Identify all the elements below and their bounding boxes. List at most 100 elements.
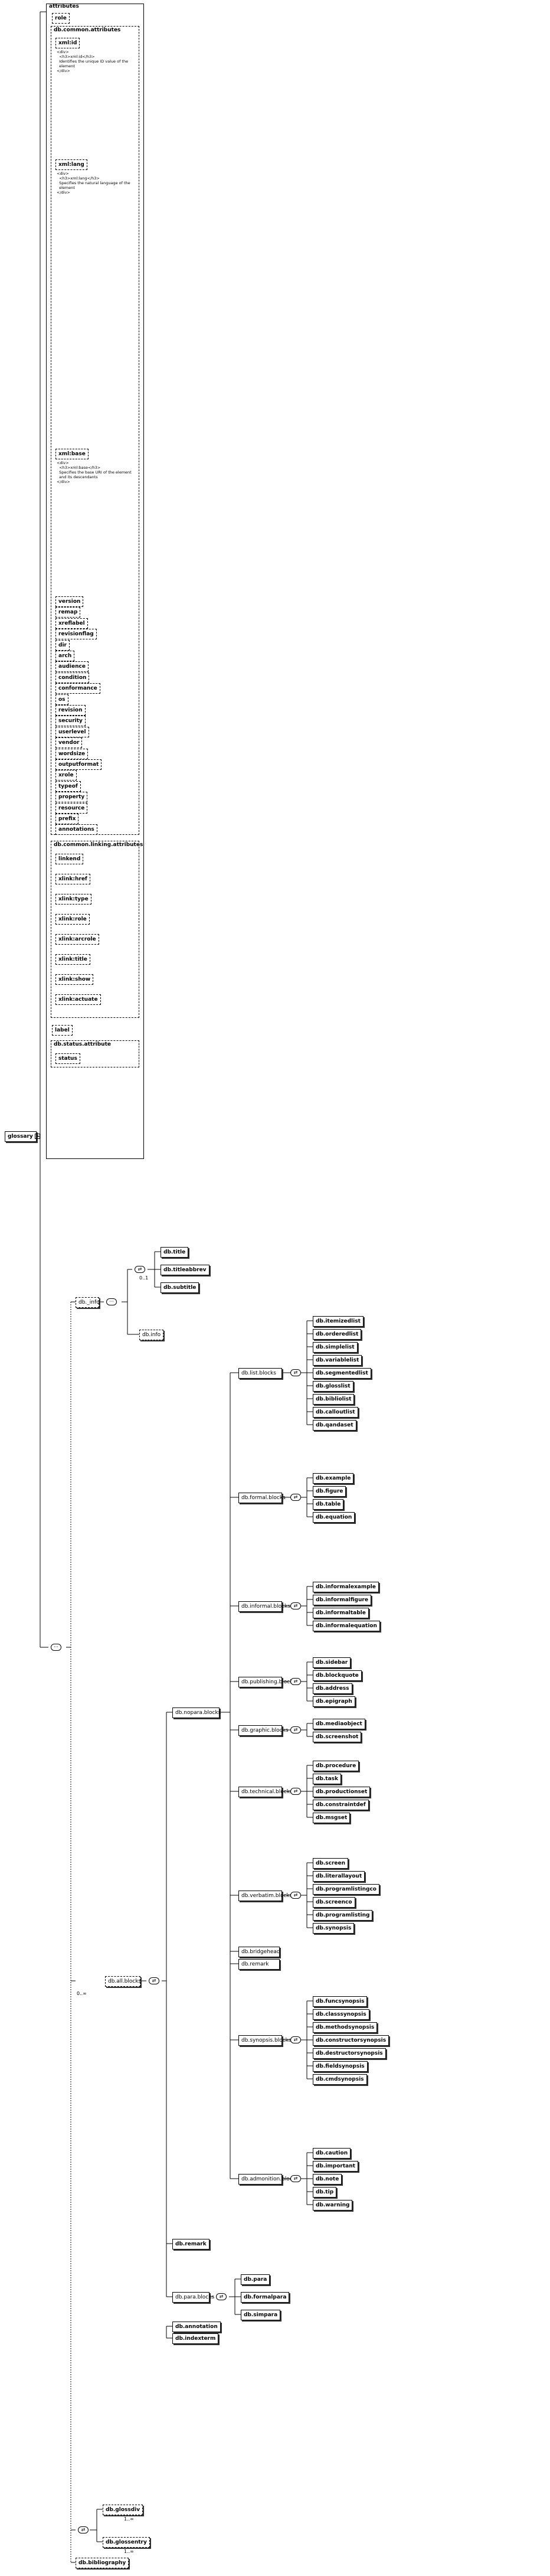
group-db-informal-blocks[interactable]: db.informal.blocks [238,1601,290,1612]
nopara-blocks-group[interactable]: db.nopara.blocks [172,1707,221,1718]
attr-conformance[interactable]: conformance [55,683,100,694]
db-msgset[interactable]: db.msgset [313,1813,351,1823]
db-cmdsynopsis[interactable]: db.cmdsynopsis [313,2074,367,2085]
db-simplelist[interactable]: db.simplelist [313,1342,358,1353]
db-example[interactable]: db.example [313,1473,354,1484]
attr-xreflabel[interactable]: xreflabel [55,618,88,629]
group-db-synopsis-blocks[interactable]: db.synopsis.blocks [238,2035,292,2046]
group-db-technical-blocks[interactable]: db.technical.blocks [238,1787,293,1797]
attr-status[interactable]: status [55,1053,80,1064]
attr-xlink-show[interactable]: xlink:show [55,974,94,985]
attr-outputformat[interactable]: outputformat [55,759,102,770]
attr-xlink-href[interactable]: xlink:href [55,874,90,884]
db-task[interactable]: db.task [313,1774,342,1784]
db-qandaset[interactable]: db.qandaset [313,1420,356,1431]
db-glosslist[interactable]: db.glosslist [313,1381,353,1392]
db-sidebar[interactable]: db.sidebar [313,1657,351,1668]
attr-xlink-title[interactable]: xlink:title [55,954,90,965]
db-informaltable[interactable]: db.informaltable [313,1608,369,1618]
db-productionset[interactable]: db.productionset [313,1787,371,1797]
glossary-element[interactable]: glossary+ [5,1131,40,1142]
attr-xlink-actuate[interactable]: xlink:actuate [55,994,101,1005]
info-group[interactable]: db._info [76,1297,100,1308]
group-db-verbatim-blocks[interactable]: db.verbatim.blocks [238,1891,292,1901]
db-constructorsynopsis[interactable]: db.constructorsynopsis [313,2035,389,2046]
attr-property[interactable]: property [55,792,88,803]
db-bibliolist[interactable]: db.bibliolist [313,1394,355,1405]
db-destructorsynopsis[interactable]: db.destructorsynopsis [313,2048,386,2059]
attr-xrole[interactable]: xrole [55,770,77,781]
db-screen[interactable]: db.screen [313,1858,349,1869]
attr-xml-id[interactable]: xml:id [55,38,80,48]
db-important[interactable]: db.important [313,2161,358,2172]
attr-prefix[interactable]: prefix [55,814,79,824]
db-address[interactable]: db.address [313,1683,352,1694]
db-calloutlist[interactable]: db.calloutlist [313,1407,358,1418]
db-equation[interactable]: db.equation [313,1512,355,1523]
para-blocks-group[interactable]: db.para.blocks [172,2292,214,2303]
attr-revisionflag[interactable]: revisionflag [55,629,97,640]
db-constraintdef[interactable]: db.constraintdef [313,1800,369,1810]
attr-label[interactable]: label [52,1025,73,1036]
db-fieldsynopsis[interactable]: db.fieldsynopsis [313,2061,368,2072]
db-indexterm[interactable]: db.indexterm [172,2333,219,2344]
db-figure[interactable]: db.figure [313,1486,346,1497]
db-informalexample[interactable]: db.informalexample [313,1582,379,1592]
db-glossdiv[interactable]: db.glossdiv [103,2505,143,2515]
attr-security[interactable]: security [55,716,86,727]
db-note[interactable]: db.note [313,2174,342,2185]
db-funcsynopsis[interactable]: db.funcsynopsis [313,1996,368,2007]
db-glossentry[interactable]: db.glossentry [103,2537,150,2548]
attr-xml-lang[interactable]: xml:lang [55,159,87,170]
db-programlisting[interactable]: db.programlisting [313,1910,373,1921]
group-db-list-blocks[interactable]: db.list.blocks [238,1368,282,1379]
db-warning[interactable]: db.warning [313,2200,353,2211]
attr-typeof[interactable]: typeof [55,781,81,792]
db-mediaobject[interactable]: db.mediaobject [313,1719,365,1729]
db-screenco[interactable]: db.screenco [313,1897,355,1908]
db-itemizedlist[interactable]: db.itemizedlist [313,1316,364,1327]
db-synopsis[interactable]: db.synopsis [313,1923,355,1934]
db-title[interactable]: db.title [161,1247,189,1258]
attr-linkend[interactable]: linkend [55,854,84,864]
db-procedure[interactable]: db.procedure [313,1761,359,1771]
db-para[interactable]: db.para [241,2274,270,2285]
db-epigraph[interactable]: db.epigraph [313,1696,355,1707]
db-informalequation[interactable]: db.informalequation [313,1621,380,1631]
attr-os[interactable]: os [55,694,68,705]
attr-userlevel[interactable]: userlevel [55,726,89,737]
db-table[interactable]: db.table [313,1499,344,1510]
db-classsynopsis[interactable]: db.classsynopsis [313,2009,369,2020]
attr-xlink-type[interactable]: xlink:type [55,894,91,905]
attr-xlink-role[interactable]: xlink:role [55,914,90,925]
group-db-remark[interactable]: db.remark [238,1959,280,1970]
attr-role[interactable]: role [52,13,70,24]
db-literallayout[interactable]: db.literallayout [313,1871,365,1882]
attr-dir[interactable]: dir [55,639,70,651]
attr-audience[interactable]: audience [55,661,89,672]
db-bibliography[interactable]: db.bibliography [76,2558,129,2568]
db-formalpara[interactable]: db.formalpara [241,2292,290,2303]
db-info-ref[interactable]: db.info [139,1330,164,1340]
attr-resource[interactable]: resource [55,802,88,814]
group-db-graphic-blocks[interactable]: db.graphic.blocks [238,1725,289,1736]
db-programlistingco[interactable]: db.programlistingco [313,1884,379,1895]
attr-version[interactable]: version [55,596,84,607]
db-simpara[interactable]: db.simpara [241,2310,281,2320]
attr-xml-base[interactable]: xml:base [55,449,89,459]
db-annotation[interactable]: db.annotation [172,2322,221,2332]
db-methodsynopsis[interactable]: db.methodsynopsis [313,2022,378,2033]
all-blocks-group[interactable]: db.all.blocks [105,1976,141,1987]
attr-annotations[interactable]: annotations [55,824,97,835]
db-orderedlist[interactable]: db.orderedlist [313,1329,362,1340]
attr-arch[interactable]: arch [55,651,75,661]
attr-vendor[interactable]: vendor [55,737,83,749]
db-blockquote[interactable]: db.blockquote [313,1670,362,1681]
attr-wordsize[interactable]: wordsize [55,748,89,759]
db-titleabbrev[interactable]: db.titleabbrev [161,1265,209,1275]
db-informalfigure[interactable]: db.informalfigure [313,1595,371,1605]
db-caution[interactable]: db.caution [313,2148,351,2159]
db-tip[interactable]: db.tip [313,2187,337,2198]
attr-remap[interactable]: remap [55,607,81,618]
attr-revision[interactable]: revision [55,705,86,716]
